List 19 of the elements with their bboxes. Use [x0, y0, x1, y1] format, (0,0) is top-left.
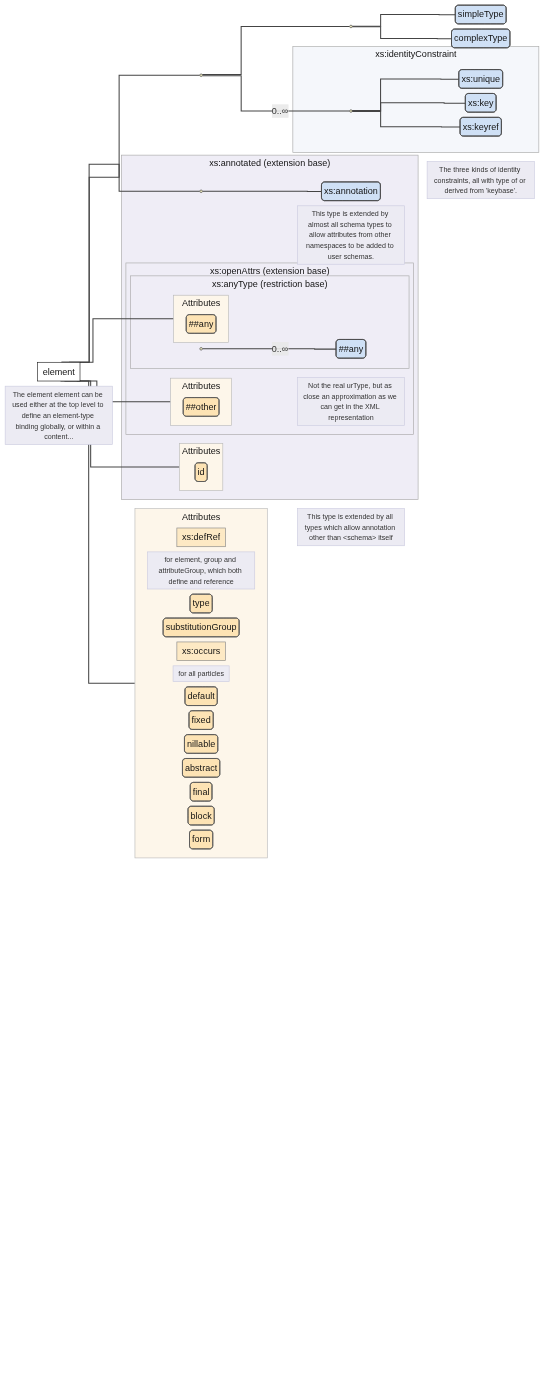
- connector: [351, 78, 460, 111]
- node-circle: [349, 109, 353, 113]
- node-box: xs:occurs: [176, 641, 226, 661]
- connector: [201, 25, 351, 76]
- connector: [351, 14, 457, 27]
- node-circle: [199, 189, 203, 193]
- node-circle: [199, 73, 203, 77]
- connector: [351, 102, 467, 112]
- edge-label: 0..∞: [271, 343, 289, 354]
- connector: [201, 348, 337, 350]
- node-box: element: [37, 361, 81, 382]
- node-circle: [199, 347, 203, 351]
- node-circle: [349, 24, 353, 29]
- edge-label: 0..∞: [271, 105, 289, 116]
- node-box: xs:defRef: [176, 527, 226, 548]
- connector: [351, 110, 461, 128]
- connector: [201, 190, 323, 193]
- connector: [351, 26, 453, 40]
- connector: [201, 75, 351, 112]
